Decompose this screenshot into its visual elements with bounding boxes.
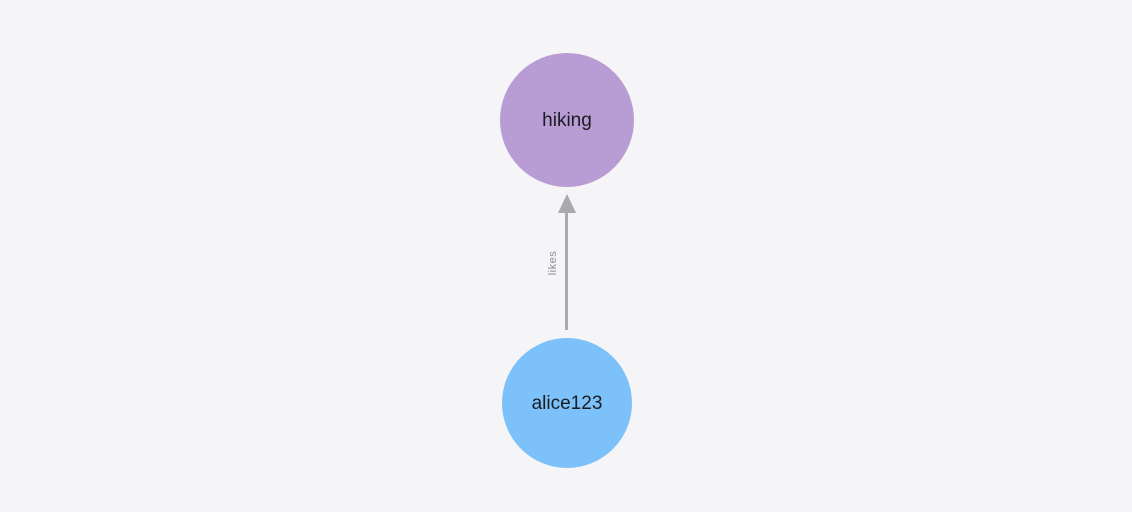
node-hiking[interactable]: hiking <box>500 53 634 187</box>
node-hiking-label: hiking <box>542 109 592 131</box>
edge-likes-label[interactable]: likes <box>547 250 559 276</box>
node-alice123-label: alice123 <box>531 392 603 414</box>
edge-likes-arrowhead-icon <box>558 194 576 213</box>
edge-likes-line <box>565 211 568 330</box>
node-alice123[interactable]: alice123 <box>502 338 632 468</box>
